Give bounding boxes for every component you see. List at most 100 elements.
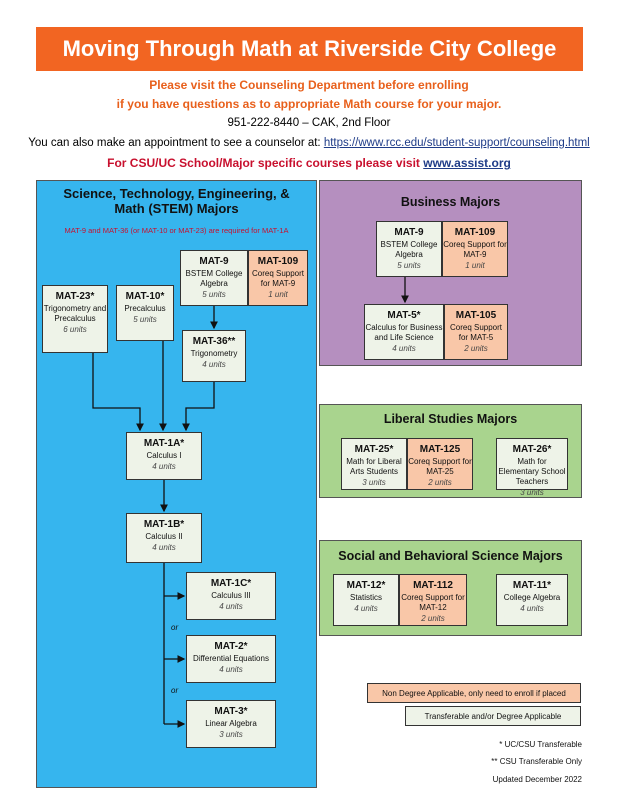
or-label: or xyxy=(171,623,179,632)
social-course-mat112: MAT-112 Coreq Support for MAT-12 2 units xyxy=(399,574,467,626)
course-name: Differential Equations xyxy=(193,654,269,663)
course-units: 4 units xyxy=(202,360,226,369)
course-code: MAT-36** xyxy=(192,336,236,347)
liberal-course-mat25: MAT-25* Math for Liberal Arts Students 3… xyxy=(341,438,407,490)
stem-title-line-2: Math (STEM) Majors xyxy=(114,201,239,216)
course-units: 3 units xyxy=(362,478,386,487)
course-name: BSTEM College Algebra xyxy=(185,269,243,288)
course-name: Calculus for Business and Life Science xyxy=(365,323,443,342)
social-course-mat11: MAT-11* College Algebra 4 units xyxy=(496,574,568,626)
course-code: MAT-3* xyxy=(214,706,248,717)
assist-line: For CSU/UC School/Major specific courses… xyxy=(0,156,618,170)
course-code: MAT-112 xyxy=(413,580,453,591)
course-units: 4 units xyxy=(219,602,243,611)
course-units: 2 units xyxy=(464,344,488,353)
course-name: Trigonometry xyxy=(190,349,238,358)
counseling-link[interactable]: https://www.rcc.edu/student-support/coun… xyxy=(323,137,590,149)
course-code: MAT-12* xyxy=(346,580,386,591)
course-units: 1 unit xyxy=(268,290,288,299)
course-units: 5 units xyxy=(202,290,226,299)
contact-info: 951-222-8440 – CAK, 2nd Floor xyxy=(227,117,391,129)
course-name: Calculus II xyxy=(145,532,183,541)
course-code: MAT-1A* xyxy=(143,438,185,449)
course-code: MAT-23* xyxy=(55,291,95,302)
course-name: Calculus III xyxy=(211,591,251,600)
course-units: 2 units xyxy=(428,478,452,487)
updated-date: Updated December 2022 xyxy=(492,775,582,784)
or-label: or xyxy=(171,686,179,695)
business-course-mat5: MAT-5* Calculus for Business and Life Sc… xyxy=(364,304,444,360)
course-name: Precalculus xyxy=(124,304,166,313)
business-course-mat9: MAT-9 BSTEM College Algebra 5 units xyxy=(376,221,442,277)
course-name: Coreq Support for MAT-25 xyxy=(408,457,472,476)
course-code: MAT-5* xyxy=(387,310,421,321)
legend-transferable: Transferable and/or Degree Applicable xyxy=(405,706,581,726)
course-name: Coreq Support for MAT-5 xyxy=(449,323,503,342)
course-units: 4 units xyxy=(152,462,176,471)
intro-line-1: Please visit the Counseling Department b… xyxy=(149,78,469,92)
page-title: Moving Through Math at Riverside City Co… xyxy=(36,27,583,71)
business-course-mat105: MAT-105 Coreq Support for MAT-5 2 units xyxy=(444,304,508,360)
stem-prerequisite-note: MAT-9 and MAT-36 (or MAT-10 or MAT-23) a… xyxy=(64,226,289,235)
liberal-course-mat26: MAT-26* Math for Elementary School Teach… xyxy=(496,438,568,497)
course-code: MAT-26* xyxy=(512,444,552,455)
course-code: MAT-109 xyxy=(454,227,496,238)
legend-non-degree: Non Degree Applicable, only need to enro… xyxy=(367,683,581,703)
course-units: 1 unit xyxy=(465,261,485,270)
liberal-course-mat125: MAT-125 Coreq Support for MAT-25 2 units xyxy=(407,438,473,490)
social-science-title: Social and Behavioral Science Majors xyxy=(338,549,563,563)
intro-line-2: if you have questions as to appropriate … xyxy=(116,97,502,111)
course-name: Coreq Support for MAT-12 xyxy=(401,593,465,612)
course-code: MAT-9 xyxy=(394,227,424,238)
stem-course-mat23: MAT-23* Trigonometry and Precalculus 6 u… xyxy=(42,285,108,353)
stem-course-mat3: MAT-3* Linear Algebra 3 units xyxy=(186,700,276,748)
course-name: Statistics xyxy=(349,593,382,602)
course-units: 4 units xyxy=(520,604,544,613)
stem-title: Science, Technology, Engineering, & Math… xyxy=(36,186,317,216)
course-code: MAT-1B* xyxy=(143,519,185,530)
assist-link[interactable]: www.assist.org xyxy=(423,156,511,170)
course-name: Coreq Support for MAT-9 xyxy=(251,269,305,288)
course-units: 6 units xyxy=(63,325,87,334)
course-units: 3 units xyxy=(219,730,243,739)
appointment-line: You can also make an appointment to see … xyxy=(0,137,618,149)
course-name: Coreq Support for MAT-9 xyxy=(443,240,507,259)
course-code: MAT-125 xyxy=(419,444,461,455)
course-name: Trigonometry and Precalculus xyxy=(43,304,107,323)
course-code: MAT-10* xyxy=(125,291,165,302)
course-units: 5 units xyxy=(133,315,157,324)
course-code: MAT-105 xyxy=(455,310,497,321)
course-units: 4 units xyxy=(152,543,176,552)
course-code: MAT-11* xyxy=(512,580,552,591)
stem-course-mat9: MAT-9 BSTEM College Algebra 5 units xyxy=(180,250,248,306)
course-name: College Algebra xyxy=(503,593,561,602)
business-course-mat109: MAT-109 Coreq Support for MAT-9 1 unit xyxy=(442,221,508,277)
stem-title-line-1: Science, Technology, Engineering, & xyxy=(63,186,290,201)
course-code: MAT-1C* xyxy=(210,578,252,589)
course-units: 5 units xyxy=(397,261,421,270)
course-units: 4 units xyxy=(354,604,378,613)
course-code: MAT-9 xyxy=(199,256,229,267)
course-name: Math for Elementary School Teachers xyxy=(498,457,566,486)
assist-prefix: For CSU/UC School/Major specific courses… xyxy=(107,156,424,170)
stem-course-mat2: MAT-2* Differential Equations 4 units xyxy=(186,635,276,683)
course-units: 4 units xyxy=(219,665,243,674)
course-name: Math for Liberal Arts Students xyxy=(346,457,402,476)
course-units: 2 units xyxy=(421,614,445,623)
course-name: Linear Algebra xyxy=(205,719,257,728)
course-units: 3 units xyxy=(520,488,544,497)
stem-course-mat109: MAT-109 Coreq Support for MAT-9 1 unit xyxy=(248,250,308,306)
footnote-csu-only: ** CSU Transferable Only xyxy=(491,757,582,766)
social-course-mat12: MAT-12* Statistics 4 units xyxy=(333,574,399,626)
stem-course-mat1a: MAT-1A* Calculus I 4 units xyxy=(126,432,202,480)
appointment-prefix: You can also make an appointment to see … xyxy=(28,137,324,149)
business-title: Business Majors xyxy=(400,195,501,209)
footnote-uc-csu: * UC/CSU Transferable xyxy=(499,740,582,749)
stem-course-mat1b: MAT-1B* Calculus II 4 units xyxy=(126,513,202,563)
stem-course-mat1c: MAT-1C* Calculus III 4 units xyxy=(186,572,276,620)
course-code: MAT-2* xyxy=(214,641,248,652)
course-code: MAT-25* xyxy=(354,444,394,455)
liberal-studies-title: Liberal Studies Majors xyxy=(383,412,518,426)
course-code: MAT-109 xyxy=(257,256,299,267)
stem-course-mat10: MAT-10* Precalculus 5 units xyxy=(116,285,174,341)
